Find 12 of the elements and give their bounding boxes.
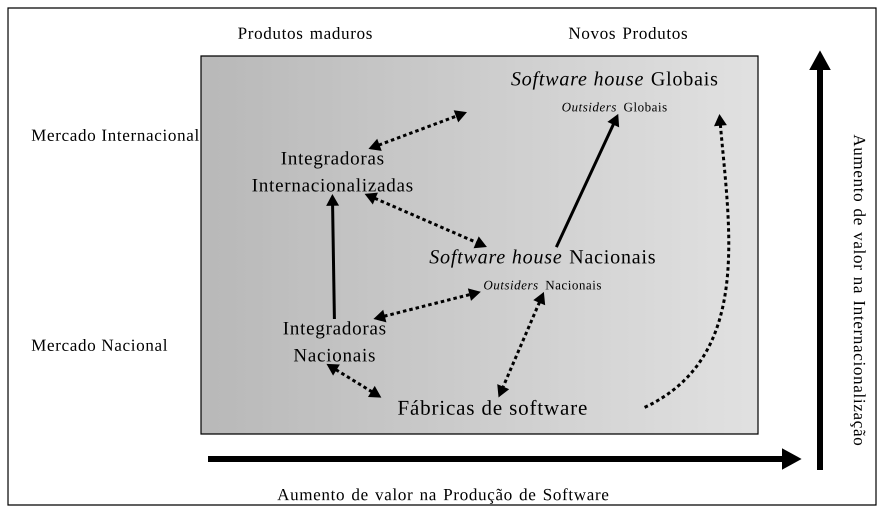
node-label: Integradoras Nacionais <box>283 321 386 362</box>
axis-label: Novos Produtos <box>568 27 687 39</box>
node-label: Fábricas de software <box>398 400 587 415</box>
axis-label: Mercado Internacional <box>32 129 199 141</box>
axis-label: Produtos maduros <box>238 27 372 39</box>
axis-label: Mercado Nacional <box>32 339 168 351</box>
node-label: Integradoras Internacionalizadas <box>252 151 412 192</box>
node-label: Software house Globais Outsiders Globais <box>511 71 718 112</box>
node-label: Software house Nacionais Outsiders Nacionais <box>429 249 655 290</box>
axis-label: Aumento de valor na Internacionalização <box>850 134 866 446</box>
panel <box>200 55 759 435</box>
axis-label: Aumento de valor na Produção de Software <box>277 488 608 504</box>
